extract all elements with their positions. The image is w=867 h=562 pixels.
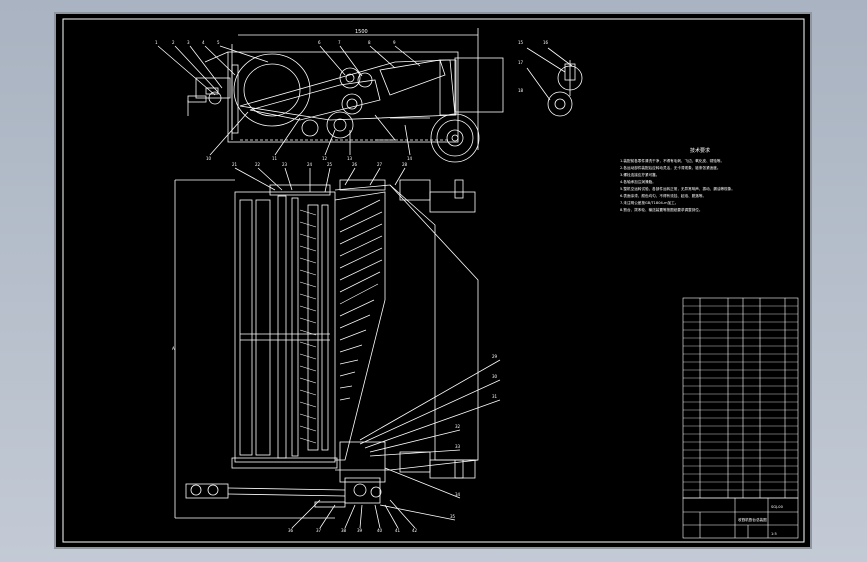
callout-18: 18: [518, 88, 524, 93]
tech-line-2: 2.各运动部件装配后应转动灵活，无卡滞现象，链条张紧适度。: [620, 165, 720, 170]
callout-22: 22: [255, 162, 261, 167]
callout-35: 35: [450, 514, 456, 519]
callout-31: 31: [492, 394, 498, 399]
callout-38: 38: [341, 528, 347, 533]
drawing-number: SGJ-00: [771, 505, 784, 509]
callout-30: 30: [492, 374, 498, 379]
callout-13: 13: [347, 156, 353, 161]
title-block-text: 收割机割台总装图 SGJ-00 1:5: [738, 505, 784, 536]
callout-21: 21: [232, 162, 238, 167]
tech-title: 技术要求: [690, 147, 710, 154]
tech-line-1: 1.装配前各零件清洗干净，不得有毛刺、飞边、氧化皮、锈蚀等。: [620, 158, 724, 163]
callout-6: 6: [318, 40, 321, 45]
callout-36: 36: [288, 528, 294, 533]
callout-40: 40: [377, 528, 383, 533]
callout-10: 10: [206, 156, 212, 161]
callout-28: 28: [402, 162, 408, 167]
tech-line-5: 5.整机空运转试验，各部件运转正常，无异常响声、振动、漏油等现象。: [620, 186, 735, 191]
callout-16: 16: [543, 40, 549, 45]
callout-23: 23: [282, 162, 288, 167]
tech-line-7: 7.未注明公差按GB/T1804-m加工。: [620, 200, 678, 205]
plan-view: A: [172, 167, 501, 529]
callout-33: 33: [455, 444, 461, 449]
callout-24: 24: [307, 162, 313, 167]
callout-29: 29: [492, 354, 498, 359]
callout-41: 41: [395, 528, 401, 533]
callout-32: 32: [455, 424, 461, 429]
plan-knife-teeth: [299, 209, 317, 444]
callout-34: 34: [455, 492, 461, 497]
callout-11: 11: [272, 156, 278, 161]
tech-line-6: 6.表面涂漆，颜色均匀，不得有流挂、起泡、脱落等。: [620, 193, 706, 198]
callout-5: 5: [217, 40, 220, 45]
callout-26: 26: [352, 162, 358, 167]
title-block: [682, 497, 799, 539]
callout-7: 7: [338, 40, 341, 45]
detail-view: [526, 47, 583, 117]
technical-requirements: 技术要求 1.装配前各零件清洗干净，不得有毛刺、飞边、氧化皮、锈蚀等。 2.各运…: [620, 147, 735, 212]
dimension-top: 1500: [355, 29, 368, 35]
callout-12: 12: [322, 156, 328, 161]
dimension-side: A: [172, 346, 175, 351]
callout-42: 42: [412, 528, 418, 533]
tech-line-3: 3.螺栓连接应拧紧可靠。: [620, 172, 659, 177]
callout-15: 15: [518, 40, 524, 45]
drawing-name: 收割机割台总装图: [738, 517, 767, 522]
callout-9: 9: [393, 40, 396, 45]
tech-line-4: 4.各轴承加注润滑脂。: [620, 179, 656, 184]
callout-39: 39: [357, 528, 363, 533]
drawing-scale: 1:5: [771, 532, 777, 536]
callout-14: 14: [407, 156, 413, 161]
callout-4: 4: [202, 40, 205, 45]
side-view: 1500: [157, 28, 504, 163]
plan-view-callouts: 21 22 23 24 25 26 27 28 29 30 31 32 33 3…: [232, 162, 498, 533]
callout-27: 27: [377, 162, 383, 167]
side-view-callouts: 1 2 3 4 5 6 7 8 9 10 11 12 13 14 15 16 1…: [155, 40, 549, 161]
callout-37: 37: [316, 528, 322, 533]
parts-list-table: [682, 297, 799, 499]
plan-auger-flights: [339, 199, 383, 401]
callout-2: 2: [172, 40, 175, 45]
callout-17: 17: [518, 60, 524, 65]
callout-8: 8: [368, 40, 371, 45]
tech-line-8: 8.割台、拨禾轮、输送装置等按图纸要求调整到位。: [620, 207, 703, 212]
callout-3: 3: [187, 40, 190, 45]
callout-1: 1: [155, 40, 158, 45]
callout-25: 25: [327, 162, 333, 167]
